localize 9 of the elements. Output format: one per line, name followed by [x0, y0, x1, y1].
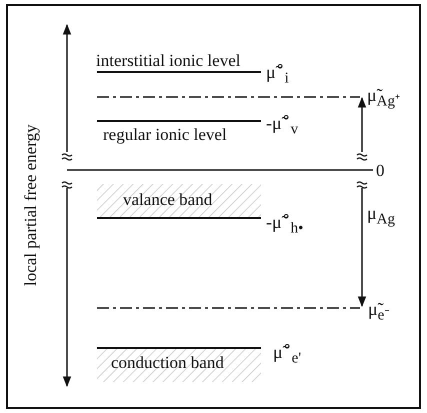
level-label: regular ionic level: [103, 126, 227, 143]
level-label: valance band: [123, 191, 212, 208]
value-label: 0: [376, 162, 384, 179]
symbol-label: μ̃$_{Ag⁺}$: [367, 86, 400, 110]
symbol-label: μ̃$_{e⁻}$: [368, 300, 390, 324]
level-label: interstitial ionic level: [96, 52, 240, 69]
symbol-label: μ$_{Ag}$: [367, 204, 395, 228]
axis-label: local partial free energy: [22, 124, 39, 286]
level-label: conduction band: [111, 354, 224, 371]
